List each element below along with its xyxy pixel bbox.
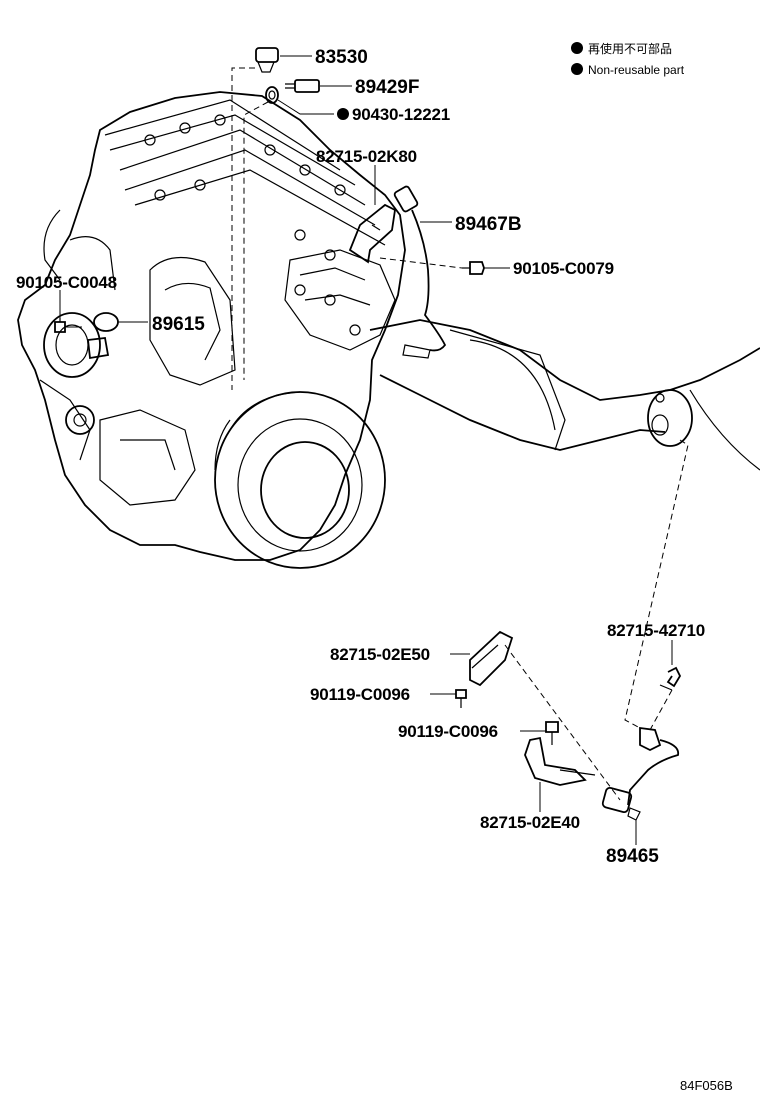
engine-illustration — [17, 91, 406, 561]
label-89467B: 89467B — [455, 214, 522, 235]
part-89467B-icon — [393, 185, 452, 359]
label-82715-02K80: 82715-02K80 — [316, 147, 417, 166]
cover-bolts — [144, 114, 361, 336]
label-82715-02E40: 82715-02E40 — [480, 813, 580, 832]
label-83530: 83530 — [315, 47, 368, 68]
non-reusable-bullet-icon — [571, 63, 583, 75]
legend-en-text: Non-reusable part — [588, 63, 685, 77]
part-89465-icon — [601, 726, 680, 845]
part-90430-icon — [265, 86, 349, 120]
label-82715-02E50: 82715-02E50 — [330, 645, 430, 664]
part-82715-42710-icon — [659, 640, 682, 691]
label-82715-42710: 82715-42710 — [607, 621, 705, 640]
label-90430-12221: 90430-12221 — [352, 105, 450, 124]
diagram-code: 84F056B — [680, 1078, 733, 1093]
part-90105-C0048-icon — [54, 290, 82, 333]
part-labels: 83530 89429F 90430-12221 82715-02K80 894… — [16, 47, 705, 867]
part-89429F-icon — [285, 79, 352, 93]
part-82715-02E40-icon — [524, 736, 596, 812]
non-reusable-marker-icon — [337, 108, 349, 120]
label-90119-C0096-a: 90119-C0096 — [310, 685, 410, 704]
legend-jp-text: 再使用不可部品 — [588, 41, 672, 56]
label-89429F: 89429F — [355, 77, 419, 98]
non-reusable-bullet-icon — [571, 42, 583, 54]
part-82715-02K80-icon — [348, 165, 396, 264]
part-89615-icon — [87, 312, 148, 360]
part-90105-C0079-icon — [379, 257, 510, 275]
label-89465: 89465 — [606, 846, 659, 867]
part-83530-icon — [255, 47, 312, 73]
flywheel-housing — [214, 391, 386, 569]
label-90105-C0048: 90105-C0048 — [16, 273, 117, 292]
label-89615: 89615 — [152, 314, 205, 335]
part-82715-02E50-icon — [450, 630, 514, 687]
legend: 再使用不可部品 Non-reusable part — [571, 41, 685, 77]
exhaust-pipe — [369, 319, 760, 471]
label-90119-C0096-b: 90119-C0096 — [398, 722, 498, 741]
label-90105-C0079: 90105-C0079 — [513, 259, 614, 278]
part-90119-C0096-b-icon — [520, 721, 559, 745]
part-90119-C0096-a-icon — [430, 689, 467, 708]
